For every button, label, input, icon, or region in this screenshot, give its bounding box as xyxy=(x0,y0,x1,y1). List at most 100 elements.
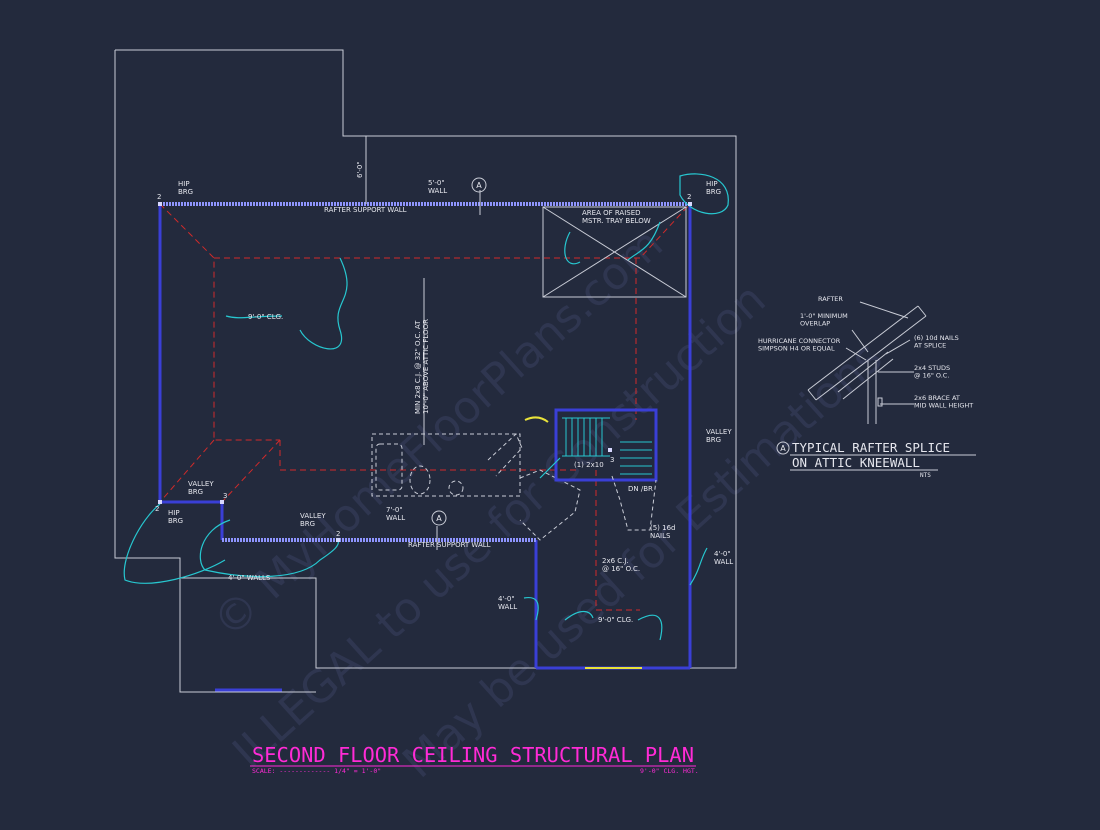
header-accents xyxy=(524,416,642,669)
raised-tray-area xyxy=(542,206,687,298)
dimension-lines xyxy=(365,136,481,550)
page-title: SECOND FLOOR CEILING STRUCTURAL PLAN xyxy=(252,743,694,767)
wall-5ft-label-line: WALL xyxy=(428,187,447,195)
point-number: 2 xyxy=(687,193,691,201)
point-number: 2 xyxy=(336,530,340,538)
valley-brg-label-mid-line: BRG xyxy=(300,520,315,528)
title-block: SECOND FLOOR CEILING STRUCTURAL PLAN SCA… xyxy=(250,743,699,775)
roof-hidden-lines xyxy=(159,203,691,611)
detail-studs-label-line: 2x4 STUDS xyxy=(914,364,950,372)
ceiling-9ft-label-main: 9'-0" CLG. xyxy=(248,313,283,321)
wall-4ft-label-left: 4'-0"WALL xyxy=(498,595,517,611)
wall-5ft-label-line: 5'-0" xyxy=(428,179,445,187)
wall-7ft-label-line: WALL xyxy=(386,514,405,522)
point-number: 2 xyxy=(155,505,159,513)
detail-nails-label-line: AT SPLICE xyxy=(914,341,946,349)
section-marker-bottom-label: A xyxy=(436,514,442,523)
building-outline xyxy=(114,49,737,693)
bearing-points xyxy=(158,202,692,542)
wall-7ft-label: 7'-0"WALL xyxy=(386,506,405,522)
header-2x10-label: (1) 2x10 xyxy=(574,461,604,469)
hip-brg-label-top-left-line: BRG xyxy=(178,188,193,196)
wall-4ft-label-right: 4'-0"WALL xyxy=(714,550,733,566)
valley-brg-label-right-line: VALLEY xyxy=(706,428,732,436)
detail-studs-label-line: @ 16" O.C. xyxy=(914,371,949,379)
staircase xyxy=(554,408,658,531)
scale-label: SCALE: ------------- 1/4" = 1'-0" xyxy=(252,767,381,775)
point-numbers: 2 2 2 3 2 3 xyxy=(155,193,691,538)
section-marker-top: A xyxy=(471,177,487,193)
cj-note-label-line: 10'-0" ABOVE ATTIC FLOOR xyxy=(422,319,430,414)
dn-br-label: DN /BR xyxy=(628,485,653,493)
wall-7ft-label-line: 7'-0" xyxy=(386,506,403,514)
nails-16d-label-line: NAILS xyxy=(650,532,671,540)
point-number: 2 xyxy=(157,193,161,201)
hatched-walls xyxy=(160,202,690,542)
section-marker-bottom: A xyxy=(431,510,447,526)
hip-brg-label-top-left-line: HIP xyxy=(178,180,190,188)
wall-4ft-label-left-line: 4'-0" xyxy=(498,595,515,603)
raised-tray-label-line: MSTR. TRAY BELOW xyxy=(582,217,651,225)
clg-hgt-label: 9'-0" CLG. HGT. xyxy=(640,767,699,775)
raised-tray-label-line: AREA OF RAISED xyxy=(582,209,641,217)
section-marker-top-label: A xyxy=(476,181,482,190)
dim-6ft-label: 6'-0" xyxy=(356,161,364,178)
detail-overlap-label-line: 1'-0" MINIMUM xyxy=(800,312,848,320)
hip-brg-label-left-line: HIP xyxy=(168,509,180,517)
cj-note-label: MIN 2x8 C.J. @ 32" O.C. AT10'-0" ABOVE A… xyxy=(414,319,430,414)
detail-rafter-label: RAFTER xyxy=(818,295,843,303)
hip-brg-label-top-right-line: BRG xyxy=(706,188,721,196)
cj-2x6-label-line: @ 16" O.C. xyxy=(602,565,640,573)
detail-hurricane-label-line: SIMPSON H4 OR EQUAL xyxy=(758,344,835,352)
wall-4ft-label-right-line: 4'-0" xyxy=(714,550,731,558)
detail-brace-label-line: MID WALL HEIGHT xyxy=(914,401,973,409)
detail-nts: NTS xyxy=(920,472,931,479)
watermark: © MyHomeFloorPlans.com ILLEGAL to use fo… xyxy=(203,218,892,788)
detail-title-line-1: TYPICAL RAFTER SPLICE xyxy=(792,440,950,455)
walls-4ft-label: 4'-0" WALLS xyxy=(228,574,271,582)
valley-brg-label-left-line: VALLEY xyxy=(188,480,214,488)
valley-brg-label-right-line: BRG xyxy=(706,436,721,444)
rafter-support-wall-label-bottom: RAFTER SUPPORT WALL xyxy=(408,541,491,549)
ceiling-9ft-label-lower: 9'-0" CLG. xyxy=(598,616,633,624)
hip-brg-label-top-right-line: HIP xyxy=(706,180,718,188)
callout-squiggles xyxy=(123,173,729,641)
wall-5ft-label: 5'-0"WALL xyxy=(428,179,447,195)
point-number: 3 xyxy=(610,456,614,464)
wall-4ft-label-right-line: WALL xyxy=(714,558,733,566)
fixtures-below xyxy=(371,433,581,541)
hip-brg-label-left-line: BRG xyxy=(168,517,183,525)
detail-drawing xyxy=(807,301,927,424)
cj-2x6-label: 2x6 C.J.@ 16" O.C. xyxy=(602,557,640,573)
point-number: 3 xyxy=(223,492,227,500)
valley-brg-label-left-line: BRG xyxy=(188,488,203,496)
detail-brace-label-line: 2x6 BRACE AT xyxy=(914,394,960,402)
wall-4ft-label-left-line: WALL xyxy=(498,603,517,611)
detail-overlap-label-line: OVERLAP xyxy=(800,319,830,327)
detail-studs-label: 2x4 STUDS@ 16" O.C. xyxy=(914,364,950,379)
cj-2x6-label-line: 2x6 C.J. xyxy=(602,557,629,565)
detail-nails-label-line: (6) 10d NAILS xyxy=(914,334,959,342)
cj-note-label-line: MIN 2x8 C.J. @ 32" O.C. AT xyxy=(414,320,422,414)
detail-hurricane-label-line: HURRICANE CONNECTOR xyxy=(758,337,841,345)
detail-title-line-2: ON ATTIC KNEEWALL xyxy=(792,455,920,470)
detail-marker: A xyxy=(780,444,786,453)
rafter-support-wall-label-top: RAFTER SUPPORT WALL xyxy=(324,206,407,214)
valley-brg-label-mid-line: VALLEY xyxy=(300,512,326,520)
